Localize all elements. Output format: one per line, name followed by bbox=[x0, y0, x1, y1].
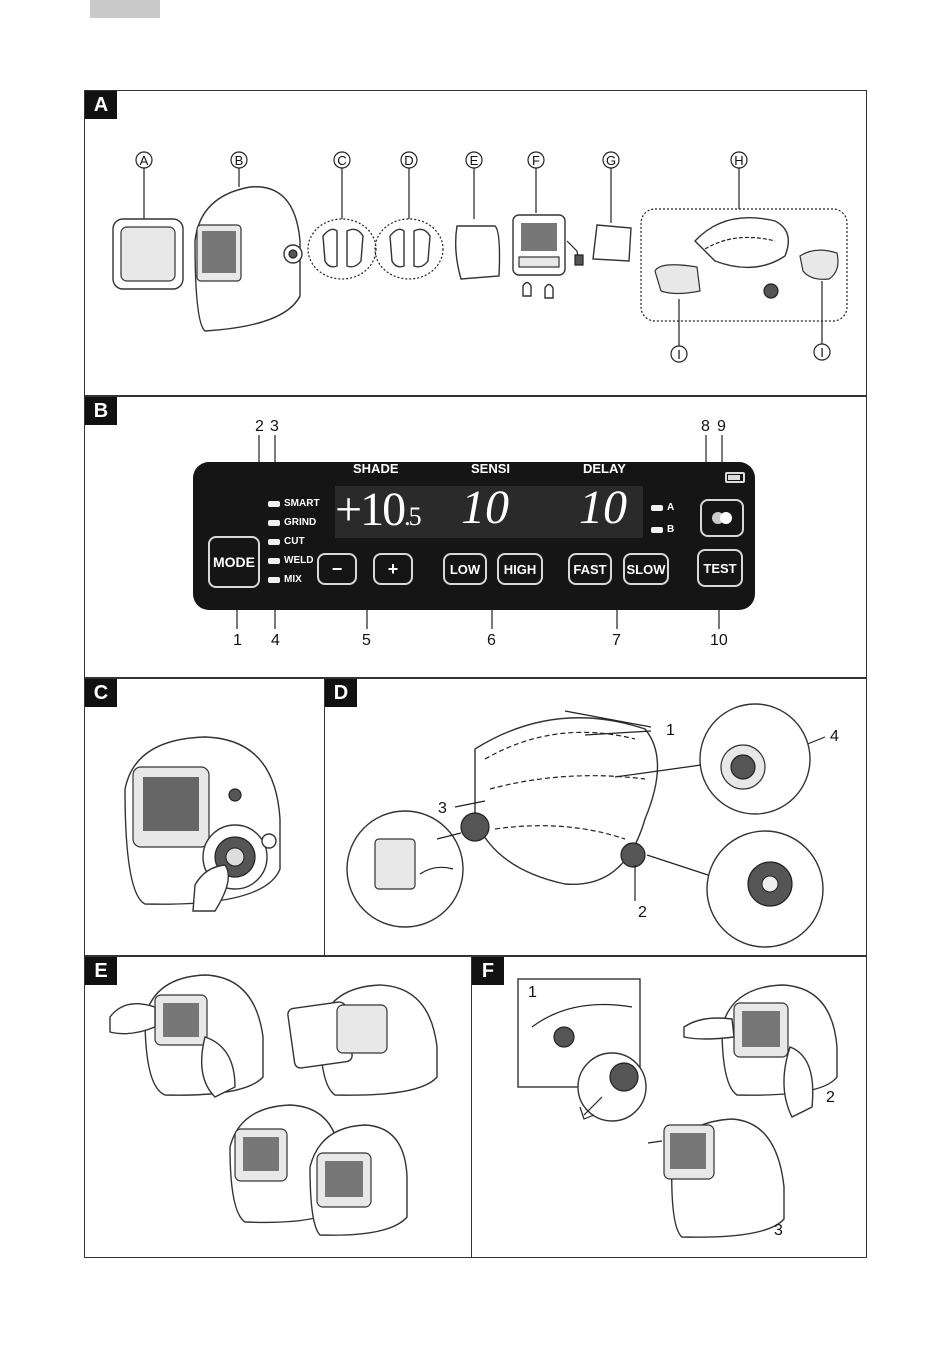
callout-8: 8 bbox=[701, 418, 710, 435]
f-callout-1: 1 bbox=[528, 984, 537, 1001]
shade-knob-drawing bbox=[85, 679, 325, 956]
page-tab-marker bbox=[90, 0, 160, 18]
callout-6: 6 bbox=[487, 632, 496, 649]
svg-text:C: C bbox=[337, 153, 346, 168]
lcd-display: +10.5 10 10 bbox=[335, 486, 643, 538]
callout-4: 4 bbox=[271, 632, 280, 649]
panel-e: E bbox=[84, 956, 472, 1258]
front-cover-replacement-drawing bbox=[85, 957, 472, 1258]
shade-header: SHADE bbox=[353, 461, 399, 476]
svg-text:I: I bbox=[820, 345, 824, 360]
test-button[interactable]: TEST bbox=[697, 549, 743, 587]
d-callout-2: 2 bbox=[638, 904, 647, 921]
shade-minus-button[interactable]: − bbox=[317, 553, 357, 585]
f-callout-3: 3 bbox=[774, 1222, 783, 1239]
part-callout-i-left: I bbox=[671, 299, 687, 362]
part-callout-f: F bbox=[528, 152, 544, 213]
headgear-adjustment-drawing: 1 2 3 4 bbox=[325, 679, 867, 956]
svg-text:E: E bbox=[470, 153, 479, 168]
delay-slow-button[interactable]: SLOW bbox=[623, 553, 669, 585]
part-callout-c: C bbox=[334, 152, 350, 219]
parts-overview-drawing: A B C D E F G H bbox=[85, 91, 867, 396]
panel-a: A A B C D E F G bbox=[84, 90, 867, 396]
memory-a: A bbox=[651, 502, 674, 513]
adf-cartridge-f-drawing bbox=[513, 215, 583, 298]
part-callout-a: A bbox=[136, 152, 152, 219]
led-mix bbox=[268, 577, 280, 583]
mode-weld: WELD bbox=[268, 555, 313, 566]
panel-f: F 1 2 3 bbox=[471, 956, 867, 1258]
sensi-header: SENSI bbox=[471, 461, 510, 476]
svg-text:F: F bbox=[532, 153, 540, 168]
shade-plus-button[interactable]: + bbox=[373, 553, 413, 585]
callout-7: 7 bbox=[612, 632, 621, 649]
adf-cartridge-replacement-drawing: 1 2 3 bbox=[472, 957, 867, 1258]
mode-smart: SMART bbox=[268, 498, 320, 509]
adf-control-panel: SHADE SENSI DELAY SMART GRIND CUT WELD M… bbox=[193, 462, 755, 610]
sensi-value: 10 bbox=[461, 480, 509, 535]
section-label-f: F bbox=[472, 957, 504, 985]
section-label-d: D bbox=[325, 679, 357, 707]
panel-d: D 1 2 3 4 bbox=[324, 678, 867, 956]
sensi-low-button[interactable]: LOW bbox=[443, 553, 487, 585]
panel-c: C bbox=[84, 678, 325, 956]
svg-text:B: B bbox=[235, 153, 244, 168]
section-label-a: A bbox=[85, 91, 117, 119]
f-callout-2: 2 bbox=[826, 1089, 835, 1106]
protection-plate-e-drawing bbox=[456, 226, 500, 279]
led-grind bbox=[268, 520, 280, 526]
mode-mix: MIX bbox=[268, 574, 302, 585]
svg-text:G: G bbox=[606, 153, 616, 168]
section-label-c: C bbox=[85, 679, 117, 707]
led-cut bbox=[268, 539, 280, 545]
delay-value: 10 bbox=[579, 480, 627, 535]
clear-plate-g-drawing bbox=[593, 225, 631, 261]
delay-fast-button[interactable]: FAST bbox=[568, 553, 612, 585]
sensi-high-button[interactable]: HIGH bbox=[497, 553, 543, 585]
part-callout-h: H bbox=[731, 152, 747, 209]
memory-toggle-button[interactable] bbox=[700, 499, 744, 537]
callout-5: 5 bbox=[362, 632, 371, 649]
inner-lenses-d-drawing bbox=[375, 219, 443, 279]
headgear-h-drawing bbox=[641, 209, 847, 321]
battery-icon bbox=[725, 472, 745, 483]
memory-b: B bbox=[651, 524, 674, 535]
mode-grind: GRIND bbox=[268, 517, 316, 528]
callout-9: 9 bbox=[717, 418, 726, 435]
delay-header: DELAY bbox=[583, 461, 626, 476]
d-callout-3: 3 bbox=[438, 800, 447, 817]
callout-1: 1 bbox=[233, 632, 242, 649]
svg-text:A: A bbox=[140, 153, 149, 168]
part-callout-g: G bbox=[603, 152, 619, 223]
mode-cut: CUT bbox=[268, 536, 305, 547]
part-callout-d: D bbox=[401, 152, 417, 219]
inner-lenses-c-drawing bbox=[308, 219, 376, 279]
led-smart bbox=[268, 501, 280, 507]
svg-text:D: D bbox=[404, 153, 413, 168]
d-callout-4: 4 bbox=[830, 728, 839, 745]
part-callout-e: E bbox=[466, 152, 482, 219]
led-weld bbox=[268, 558, 280, 564]
mode-button[interactable]: MODE bbox=[208, 536, 260, 588]
svg-text:I: I bbox=[677, 347, 681, 362]
d-callout-1: 1 bbox=[666, 722, 675, 739]
svg-text:H: H bbox=[734, 153, 743, 168]
section-label-b: B bbox=[85, 397, 117, 425]
callout-2: 2 bbox=[255, 418, 264, 435]
callout-3: 3 bbox=[270, 418, 279, 435]
section-label-e: E bbox=[85, 957, 117, 985]
outer-cover-lens-drawing bbox=[113, 219, 183, 289]
shade-value: +10.5 bbox=[335, 482, 420, 537]
helmet-shell-drawing bbox=[195, 187, 302, 331]
part-callout-b: B bbox=[231, 152, 247, 187]
callout-10: 10 bbox=[710, 632, 728, 649]
